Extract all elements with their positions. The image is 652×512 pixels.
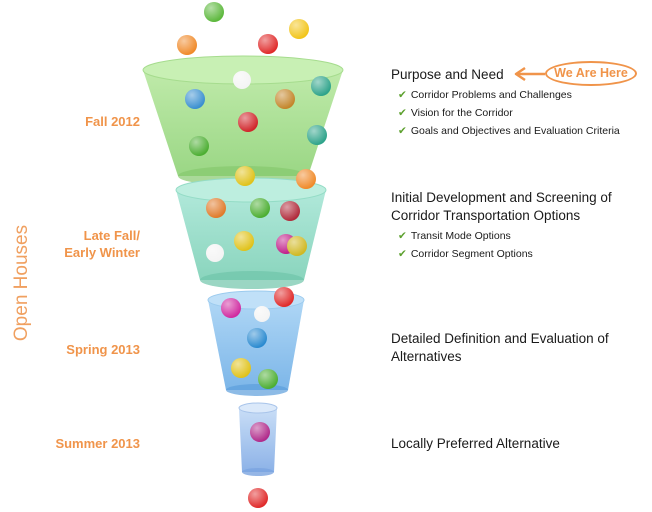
ball bbox=[247, 328, 267, 348]
we-are-here-badge: We Are Here bbox=[545, 61, 637, 86]
ball bbox=[238, 112, 258, 132]
checkmark-icon: ✔ bbox=[398, 125, 407, 137]
ball bbox=[280, 201, 300, 221]
ball bbox=[233, 71, 251, 89]
stage-2-bullet-list: ✔Transit Mode Options ✔Corridor Segment … bbox=[398, 227, 533, 263]
list-item: ✔Corridor Problems and Challenges bbox=[398, 86, 620, 104]
ball bbox=[234, 231, 254, 251]
checkmark-icon: ✔ bbox=[398, 89, 407, 101]
ball bbox=[254, 306, 270, 322]
ball bbox=[206, 198, 226, 218]
checkmark-icon: ✔ bbox=[398, 230, 407, 242]
ball bbox=[258, 34, 278, 54]
ball bbox=[258, 369, 278, 389]
checkmark-icon: ✔ bbox=[398, 107, 407, 119]
phase-label-late-fall: Late Fall/ Early Winter bbox=[20, 227, 140, 261]
stage-title-locally-preferred: Locally Preferred Alternative bbox=[391, 436, 560, 451]
bullet-text: Goals and Objectives and Evaluation Crit… bbox=[410, 125, 620, 137]
ball bbox=[296, 169, 316, 189]
ball bbox=[289, 19, 309, 39]
list-item: ✔Goals and Objectives and Evaluation Cri… bbox=[398, 122, 620, 140]
phase-label-line: Late Fall/ bbox=[83, 228, 140, 243]
funnel-stage-4 bbox=[238, 402, 278, 476]
ball bbox=[231, 358, 251, 378]
balls bbox=[177, 2, 331, 508]
list-item: ✔Vision for the Corridor bbox=[398, 104, 620, 122]
ball bbox=[177, 35, 197, 55]
phase-label-summer-2013: Summer 2013 bbox=[55, 436, 140, 451]
bullet-text: Corridor Segment Options bbox=[410, 248, 533, 260]
bullet-text: Transit Mode Options bbox=[410, 230, 511, 242]
stage-title-detailed-definition: Detailed Definition and Evaluation of Al… bbox=[391, 330, 609, 366]
bullet-text: Vision for the Corridor bbox=[410, 107, 513, 119]
ball bbox=[311, 76, 331, 96]
stage-1-bullet-list: ✔Corridor Problems and Challenges ✔Visio… bbox=[398, 86, 620, 140]
ball bbox=[204, 2, 224, 22]
phase-label-spring-2013: Spring 2013 bbox=[66, 342, 140, 357]
stage-title-line: Corridor Transportation Options bbox=[391, 208, 581, 223]
stage-title-initial-development: Initial Development and Screening of Cor… bbox=[391, 189, 612, 225]
ball bbox=[185, 89, 205, 109]
list-item: ✔Corridor Segment Options bbox=[398, 245, 533, 263]
ball bbox=[287, 236, 307, 256]
stage-title-line: Initial Development and Screening of bbox=[391, 190, 612, 205]
checkmark-icon: ✔ bbox=[398, 248, 407, 260]
list-item: ✔Transit Mode Options bbox=[398, 227, 533, 245]
ball bbox=[250, 198, 270, 218]
stage-title-line: Alternatives bbox=[391, 349, 462, 364]
phase-label-fall-2012: Fall 2012 bbox=[85, 114, 140, 129]
phase-label-line: Early Winter bbox=[64, 245, 140, 260]
we-are-here-arrow bbox=[514, 66, 545, 82]
ball bbox=[275, 89, 295, 109]
ball bbox=[221, 298, 241, 318]
ball bbox=[274, 287, 294, 307]
funnel-stage-2 bbox=[175, 177, 327, 289]
ball bbox=[248, 488, 268, 508]
ball bbox=[307, 125, 327, 145]
stage-title-line: Detailed Definition and Evaluation of bbox=[391, 331, 609, 346]
ball bbox=[206, 244, 224, 262]
bullet-text: Corridor Problems and Challenges bbox=[410, 89, 572, 101]
ball bbox=[235, 166, 255, 186]
ball bbox=[189, 136, 209, 156]
ball bbox=[250, 422, 270, 442]
stage-title-purpose-and-need: Purpose and Need bbox=[391, 67, 504, 82]
